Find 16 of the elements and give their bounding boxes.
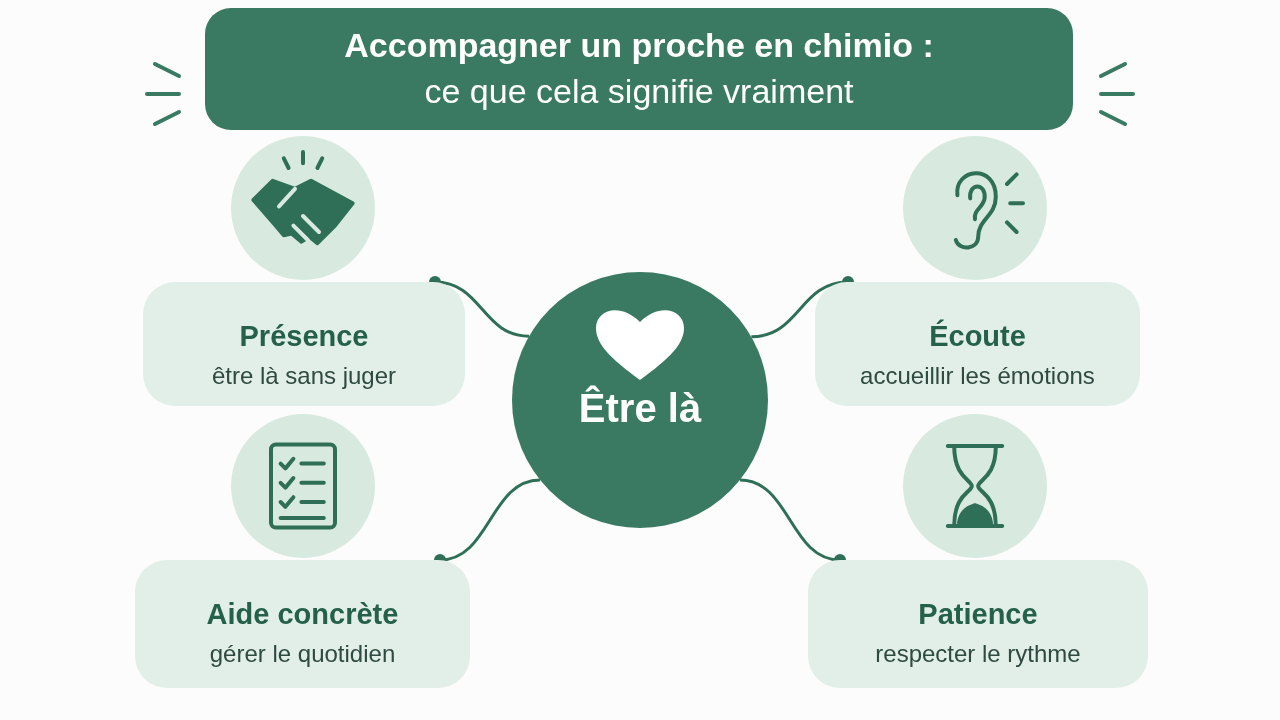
topic-card xyxy=(135,560,470,688)
card-heading: Patience xyxy=(918,597,1038,632)
card-heading: Écoute xyxy=(929,318,1026,354)
card-description: gérer le quotidien xyxy=(209,639,396,669)
connector-line xyxy=(751,276,854,339)
topic-card xyxy=(815,282,1140,406)
card-heading: Présence xyxy=(239,319,369,354)
card-heading: Aide concrète xyxy=(206,597,399,632)
title-banner: Accompagner un proche en chimio : ce que cela signifie vraiment xyxy=(205,8,1073,130)
card-description: être là sans juger xyxy=(211,361,397,391)
topic-card xyxy=(143,282,465,406)
card-description: respecter le rythme xyxy=(875,639,1081,669)
topic-card xyxy=(808,560,1148,688)
center-label: Être là xyxy=(578,384,702,432)
card-description: accueillir les émotions xyxy=(860,361,1095,391)
connector-line xyxy=(429,276,530,338)
